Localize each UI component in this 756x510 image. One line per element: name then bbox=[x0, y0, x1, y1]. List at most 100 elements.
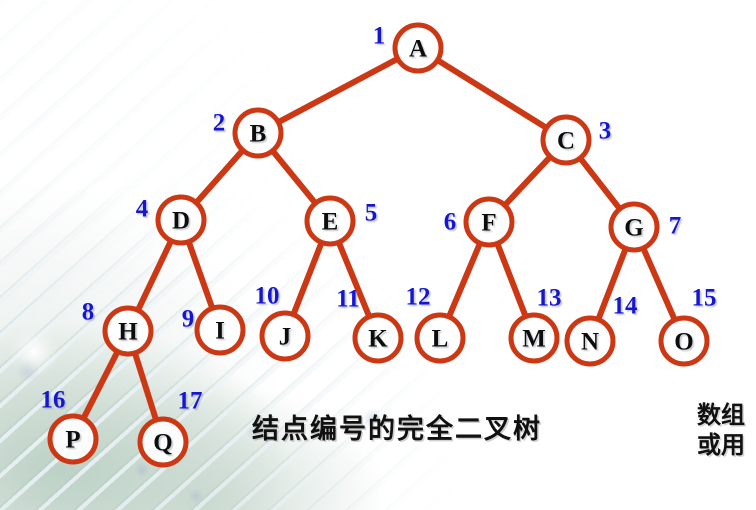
node-fill bbox=[105, 308, 151, 354]
side-note-line-2: 或用 bbox=[697, 431, 745, 459]
node-index-e: 5 bbox=[365, 200, 378, 227]
tree-node-j[interactable]: J bbox=[259, 310, 311, 362]
node-index-i: 9 bbox=[182, 306, 195, 333]
tree-node-p[interactable]: P bbox=[47, 413, 99, 465]
node-fill bbox=[158, 197, 204, 243]
node-circle bbox=[304, 195, 356, 247]
node-circle bbox=[392, 22, 444, 74]
node-label: O bbox=[674, 329, 693, 356]
node-fill bbox=[197, 307, 243, 353]
tree-edge-d-i bbox=[185, 237, 216, 313]
node-circle bbox=[352, 312, 404, 364]
tree-edges bbox=[79, 55, 679, 425]
tree-node-i[interactable]: I bbox=[194, 304, 246, 356]
node-fill bbox=[355, 315, 401, 361]
node-circle bbox=[414, 312, 466, 364]
node-label: B bbox=[250, 121, 267, 148]
node-fill bbox=[307, 198, 353, 244]
tree-node-k[interactable]: K bbox=[352, 312, 404, 364]
node-index-h: 8 bbox=[82, 299, 95, 326]
tree-node-m[interactable]: M bbox=[508, 312, 560, 364]
node-index-j: 10 bbox=[255, 283, 280, 310]
node-fill bbox=[235, 110, 281, 156]
tree-node-d[interactable]: D bbox=[155, 194, 207, 246]
node-fill bbox=[661, 318, 707, 364]
node-circle bbox=[658, 315, 710, 367]
node-circle bbox=[463, 196, 515, 248]
node-label: E bbox=[322, 209, 339, 236]
node-index-a: 1 bbox=[373, 23, 386, 50]
node-index-o: 15 bbox=[692, 285, 717, 312]
tree-edge-e-k bbox=[335, 238, 373, 321]
node-index-c: 3 bbox=[599, 118, 612, 145]
node-label: J bbox=[279, 324, 292, 351]
node-fill bbox=[466, 199, 512, 245]
node-label: H bbox=[118, 319, 138, 346]
tree-edge-c-f bbox=[501, 153, 554, 209]
node-circle bbox=[155, 194, 207, 246]
tree-edge-c-g bbox=[576, 154, 624, 213]
tree-edge-a-b bbox=[274, 55, 402, 126]
node-label: G bbox=[624, 215, 643, 242]
node-index-g: 7 bbox=[669, 213, 682, 240]
tree-node-g[interactable]: G bbox=[608, 201, 660, 253]
tree-node-f[interactable]: F bbox=[463, 196, 515, 248]
tree-edge-f-l bbox=[445, 239, 484, 321]
tree-edge-e-j bbox=[290, 238, 325, 319]
node-index-n: 14 bbox=[613, 293, 639, 320]
node-fill bbox=[543, 117, 589, 163]
tree-node-q[interactable]: Q bbox=[137, 416, 189, 468]
tree-node-c[interactable]: C bbox=[540, 114, 592, 166]
node-label: C bbox=[557, 128, 575, 155]
node-label: I bbox=[215, 318, 225, 345]
node-label: Q bbox=[153, 430, 172, 457]
node-index-k: 11 bbox=[336, 286, 360, 313]
node-index-f: 6 bbox=[444, 209, 457, 236]
side-note: 数组 或用 bbox=[697, 400, 756, 460]
tree-node-h[interactable]: H bbox=[102, 305, 154, 357]
node-index-q: 17 bbox=[178, 388, 203, 415]
tree-node-b[interactable]: B bbox=[232, 107, 284, 159]
node-label: A bbox=[409, 36, 427, 63]
node-label: D bbox=[172, 208, 190, 235]
node-index-l: 12 bbox=[406, 284, 431, 311]
node-fill bbox=[611, 204, 657, 250]
node-circle bbox=[137, 416, 189, 468]
node-label: P bbox=[65, 427, 80, 454]
tree-edge-f-m bbox=[493, 239, 530, 321]
tree-node-l[interactable]: L bbox=[414, 312, 466, 364]
node-label: L bbox=[432, 326, 449, 353]
node-fill bbox=[511, 315, 557, 361]
tree-edge-h-q bbox=[131, 348, 160, 425]
node-index-b: 2 bbox=[213, 110, 226, 137]
node-label: M bbox=[522, 326, 546, 353]
node-circle bbox=[102, 305, 154, 357]
node-label: N bbox=[581, 329, 599, 356]
node-label: K bbox=[368, 326, 388, 353]
node-fill bbox=[262, 313, 308, 359]
tree-node-o[interactable]: O bbox=[658, 315, 710, 367]
node-circle bbox=[564, 315, 616, 367]
tree-node-a[interactable]: A bbox=[392, 22, 444, 74]
side-note-line-1: 数组 bbox=[697, 401, 745, 429]
node-fill bbox=[50, 416, 96, 462]
tree-edge-g-n bbox=[594, 244, 630, 324]
node-circle bbox=[259, 310, 311, 362]
node-fill bbox=[417, 315, 463, 361]
page-title: 结点编号的完全二叉树 bbox=[252, 414, 542, 445]
tree-node-n[interactable]: N bbox=[564, 315, 616, 367]
node-circle bbox=[47, 413, 99, 465]
tree-edge-d-h bbox=[134, 236, 175, 315]
tree-edge-b-e bbox=[268, 147, 320, 207]
tree-nodes: A B C D E F G H I J K L M N O P Q bbox=[47, 22, 710, 468]
node-circle bbox=[232, 107, 284, 159]
tree-edge-h-p bbox=[79, 347, 122, 423]
tree-edge-g-o bbox=[639, 244, 679, 324]
node-index-p: 16 bbox=[41, 387, 66, 414]
tree-node-e[interactable]: E bbox=[304, 195, 356, 247]
node-circle bbox=[194, 304, 246, 356]
node-circle bbox=[540, 114, 592, 166]
